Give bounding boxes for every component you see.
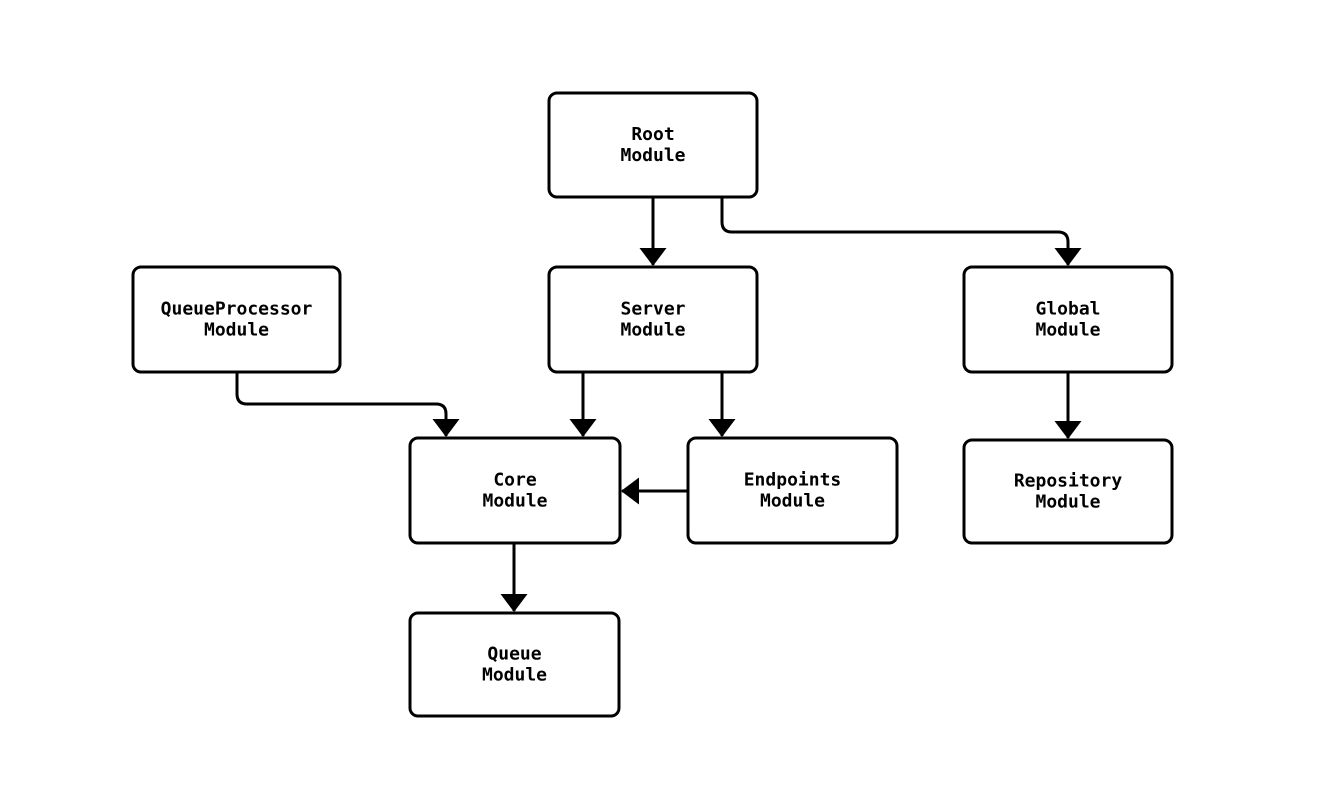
node-box bbox=[131, 265, 342, 374]
node-box bbox=[686, 436, 899, 545]
node-box bbox=[962, 438, 1174, 545]
edge-root-to-global bbox=[720, 197, 1082, 266]
node-box bbox=[547, 265, 759, 374]
node-box bbox=[962, 265, 1174, 374]
node-box bbox=[408, 611, 621, 718]
node-box bbox=[547, 91, 759, 199]
node-box bbox=[408, 436, 622, 545]
edge-queueprocessor-to-core bbox=[235, 372, 460, 437]
